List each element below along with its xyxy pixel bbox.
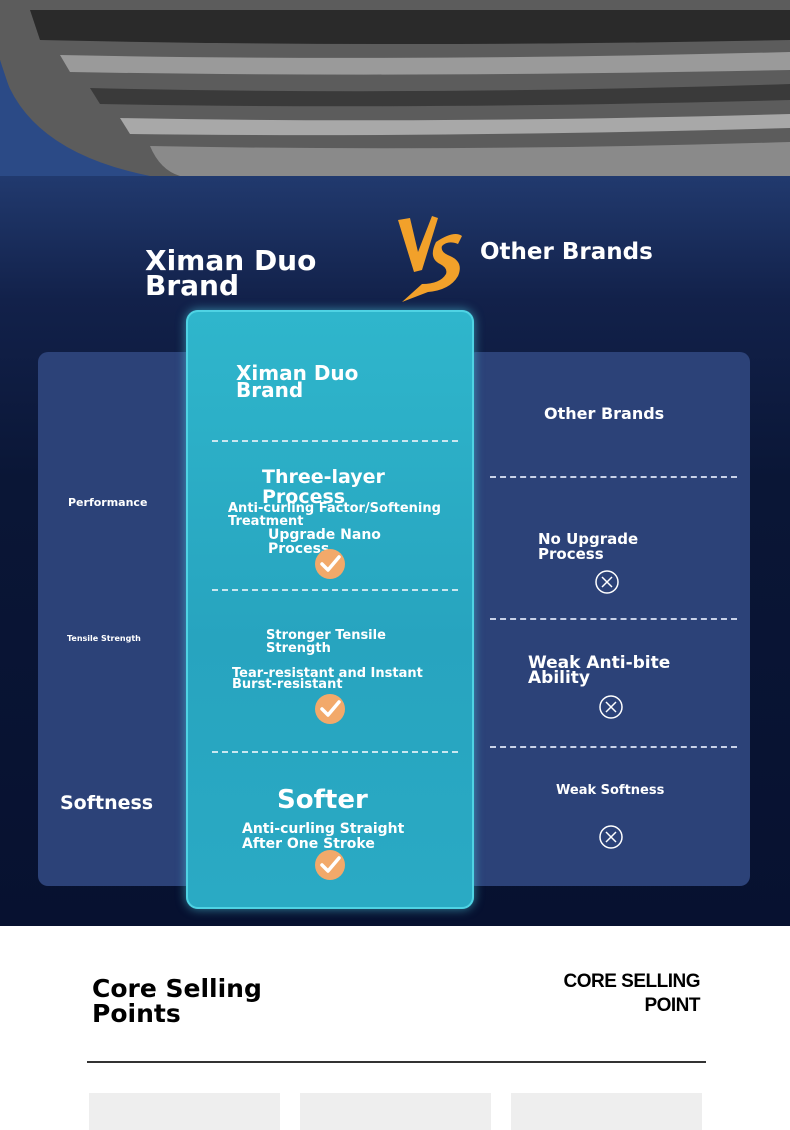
center-row2-line1: Tear-resistant and Instant Burst-resista…: [232, 666, 423, 692]
selling-point-card: [89, 1093, 280, 1130]
selling-point-card: [511, 1093, 702, 1130]
check-icon: [315, 850, 345, 880]
center-row3-line1: Anti-curling Straight After One Stroke: [242, 821, 405, 852]
right-row2: Weak Anti-bite Ability: [528, 653, 671, 688]
center-row2-title: Stronger Tensile Strength: [266, 628, 386, 656]
center-row1-title: Three-layer Process: [262, 466, 385, 508]
selling-point-card: [300, 1093, 491, 1130]
cross-icon: [599, 695, 623, 719]
vs-icon: [398, 216, 462, 302]
product-photo-banner: [0, 0, 790, 176]
core-selling-points-title: Core Selling Points: [92, 974, 262, 1028]
comparison-section: Ximan Duo Brand Other Brands Performance…: [0, 0, 790, 926]
center-heading: Ximan Duo Brand: [236, 361, 359, 402]
core-selling-point-subtitle: CORE SELLING POINT: [563, 971, 700, 1016]
row-labels-panel: [38, 352, 198, 886]
divider: [212, 751, 458, 753]
check-icon: [315, 694, 345, 724]
right-row3: Weak Softness: [556, 783, 665, 798]
divider: [490, 746, 737, 748]
cross-icon: [599, 825, 623, 849]
section-divider: [87, 1061, 706, 1063]
center-row1-line1: Anti-curling Factor/Softening Treatment: [228, 501, 441, 529]
brand-heading-right: Other Brands: [480, 239, 653, 265]
center-row3-title: Softer: [277, 785, 368, 815]
right-row1: No Upgrade Process: [538, 530, 639, 563]
row-label-tensile-strength: Tensile Strength: [67, 634, 141, 643]
right-heading: Other Brands: [544, 404, 665, 423]
center-row1-line2: Upgrade Nano Process: [268, 527, 381, 557]
row-label-performance: Performance: [68, 496, 148, 509]
check-icon: [315, 549, 345, 579]
highlight-column: [186, 310, 474, 909]
divider: [212, 440, 458, 442]
brand-heading-left: Ximan Duo Brand: [145, 244, 317, 302]
row-label-softness: Softness: [60, 792, 154, 814]
cross-icon: [595, 570, 619, 594]
divider: [212, 589, 458, 591]
divider: [490, 618, 737, 620]
divider: [490, 476, 737, 478]
